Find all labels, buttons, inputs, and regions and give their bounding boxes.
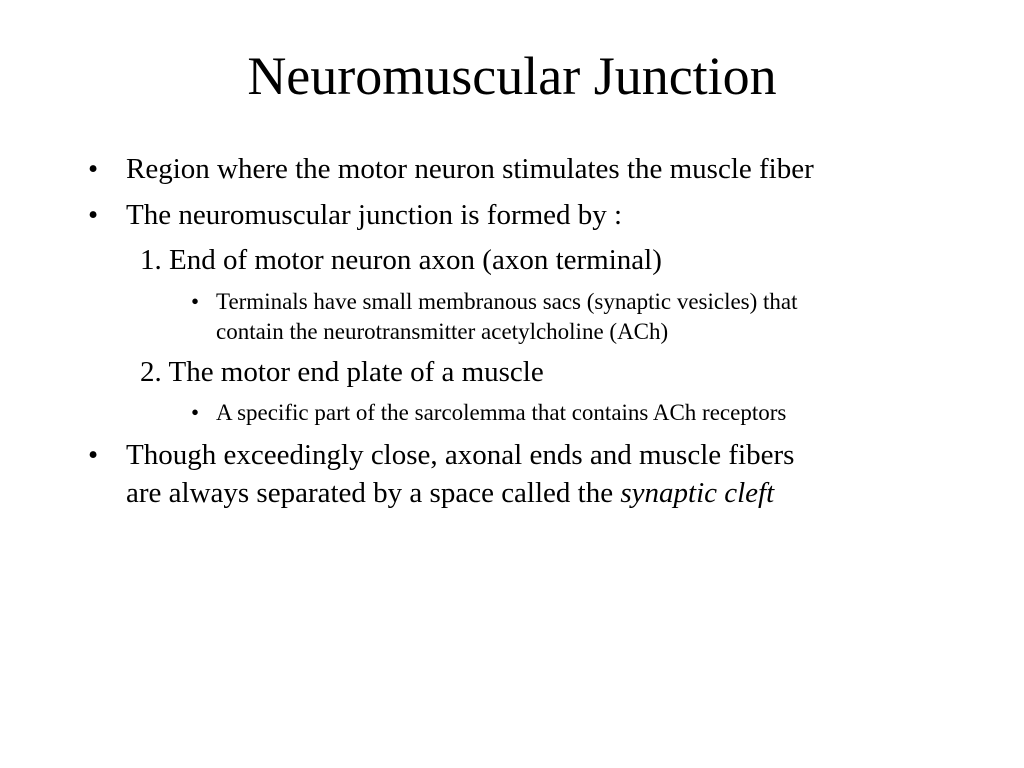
slide-title: Neuromuscular Junction [247, 46, 777, 106]
numbered-item-axon-terminal: 1. End of motor neuron axon (axon termin… [140, 244, 662, 276]
bullet-marker: • [88, 153, 99, 185]
synaptic-cleft-term: synaptic cleft [620, 477, 775, 509]
sub-item-vesicles-line1: Terminals have small membranous sacs (sy… [216, 289, 798, 314]
bullet-marker: • [88, 199, 99, 231]
bullet-item-cleft-line2: are always separated by a space called t… [126, 476, 774, 510]
bullet-item-region: Region where the motor neuron stimulates… [126, 153, 814, 185]
sub-item-vesicles-line2: contain the neurotransmitter acetylcholi… [216, 319, 669, 344]
sub-bullet-marker: • [191, 400, 200, 425]
bullet-item-formed-by: The neuromuscular junction is formed by … [126, 199, 623, 231]
bullet-marker: • [88, 439, 99, 471]
numbered-item-end-plate: 2. The motor end plate of a muscle [140, 356, 544, 388]
sub-bullet-marker: • [191, 289, 200, 314]
bullet-item-cleft-line1: Though exceedingly close, axonal ends an… [126, 439, 795, 471]
cleft-line2-text: are always separated by a space called t… [126, 477, 621, 509]
sub-item-ach-receptors: A specific part of the sarcolemma that c… [216, 400, 787, 425]
